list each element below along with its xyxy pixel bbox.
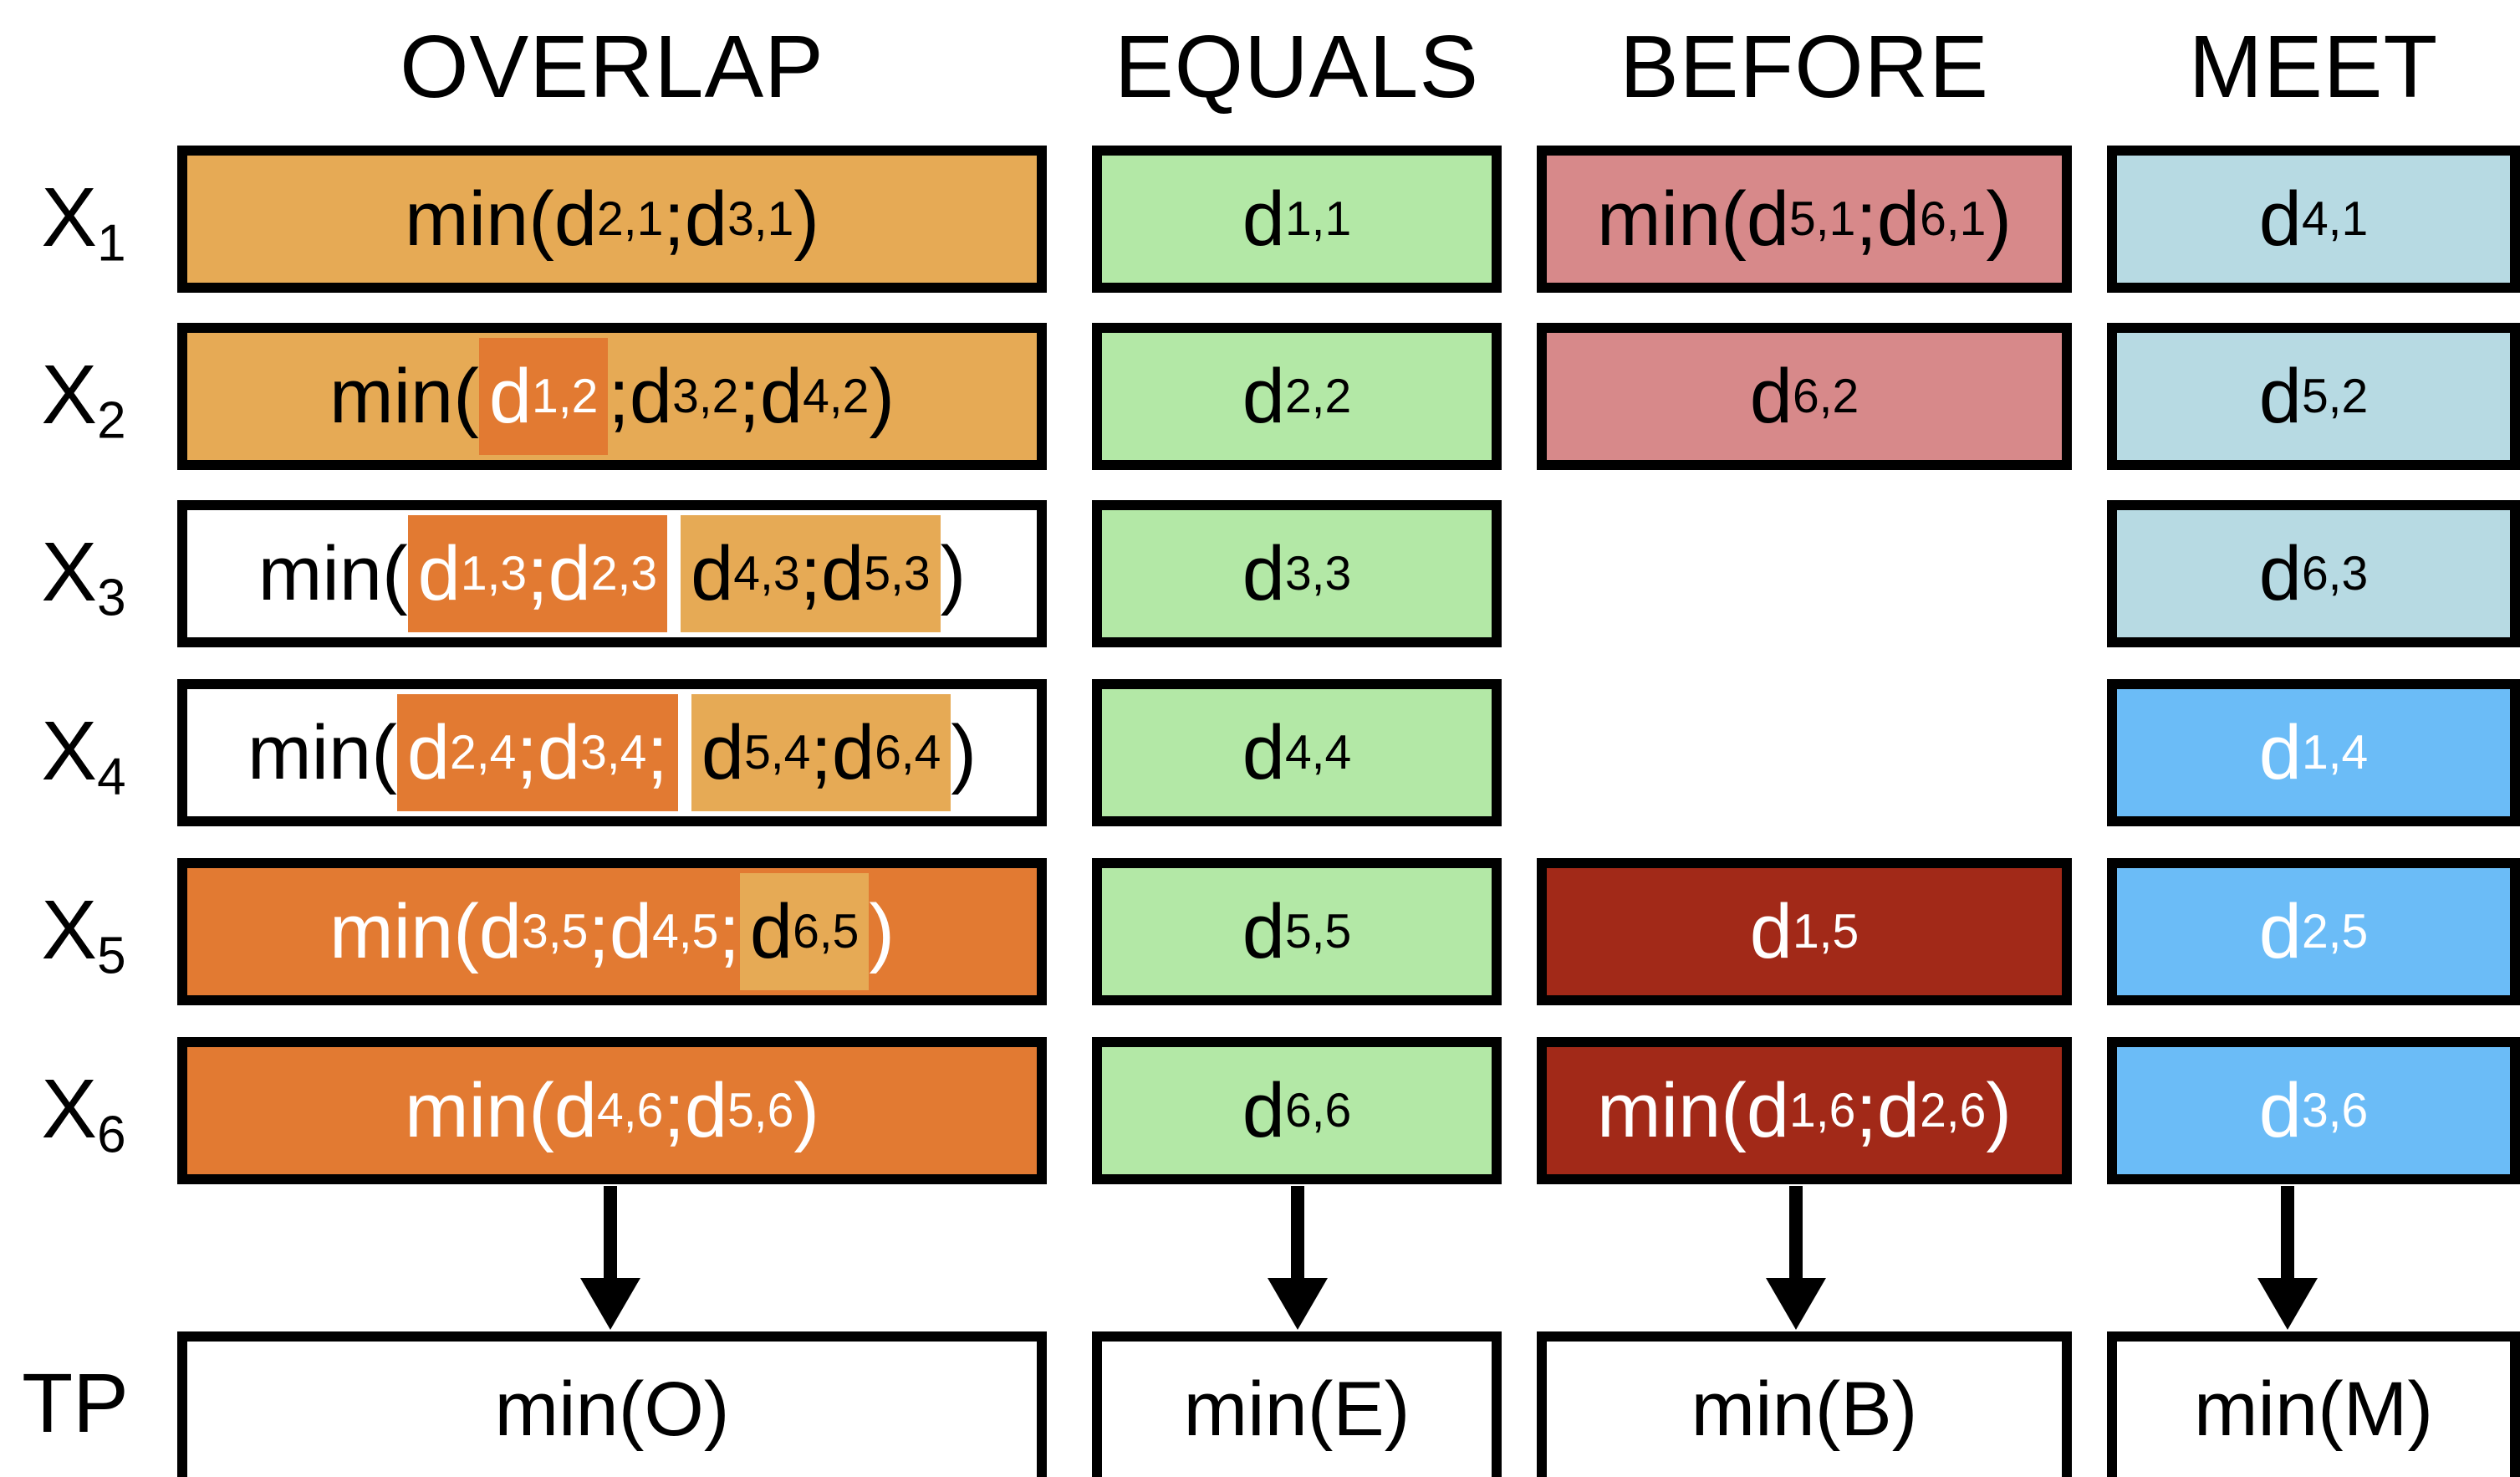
down-arrow-meet xyxy=(2257,1186,2318,1330)
down-arrow-before xyxy=(1766,1186,1826,1330)
down-arrow-overlap xyxy=(580,1186,640,1330)
tp-cell-meet: min(M) xyxy=(2107,1331,2520,1477)
row-label-tp: TP xyxy=(22,1357,129,1450)
row-label-x3: X3 xyxy=(41,525,126,627)
tp-cell-before: min(B) xyxy=(1537,1331,2072,1477)
column-header-meet: MEET xyxy=(2188,18,2439,116)
column-header-equals: EQUALS xyxy=(1114,18,1480,116)
row-label-x5: X5 xyxy=(41,883,126,985)
row-label-x1: X1 xyxy=(41,171,126,273)
column-header-before: BEFORE xyxy=(1620,18,1989,116)
tp-cell-equals: min(E) xyxy=(1092,1331,1502,1477)
column-header-overlap: OVERLAP xyxy=(400,18,824,116)
tp-cell-overlap: min(O) xyxy=(177,1331,1047,1477)
down-arrow-equals xyxy=(1268,1186,1328,1330)
row-label-x6: X6 xyxy=(41,1062,126,1164)
row-label-x4: X4 xyxy=(41,704,126,806)
row-label-x2: X2 xyxy=(41,348,126,450)
